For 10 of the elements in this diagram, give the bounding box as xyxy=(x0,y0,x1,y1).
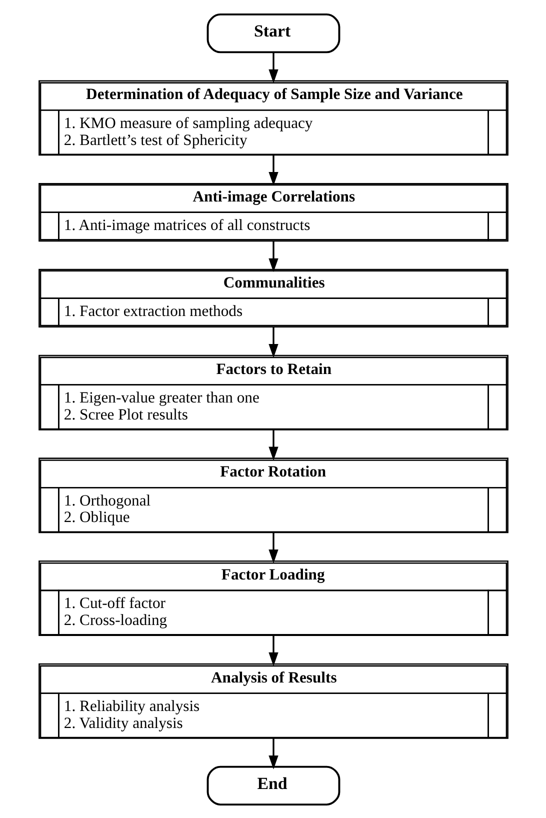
arrow xyxy=(268,532,278,563)
arrow xyxy=(268,738,278,769)
node-box: End xyxy=(206,765,340,806)
node-box: Start xyxy=(206,12,340,53)
arrow xyxy=(268,240,278,272)
arrow xyxy=(268,430,278,460)
arrow xyxy=(268,326,278,358)
arrow xyxy=(268,155,278,186)
arrow xyxy=(268,52,278,83)
arrow xyxy=(268,635,278,666)
